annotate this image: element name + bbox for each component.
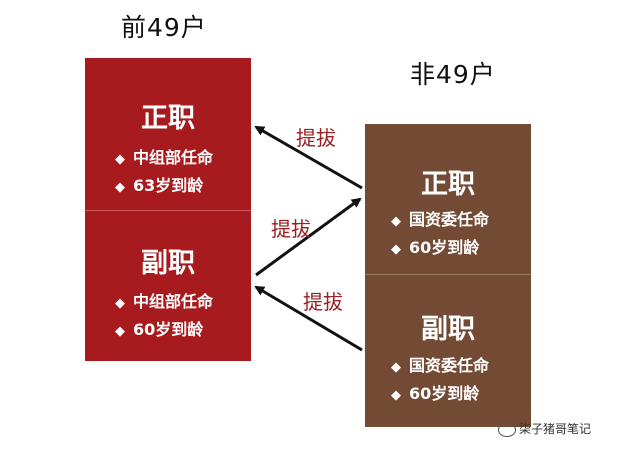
diamond-bullet-icon: ◆ xyxy=(391,242,401,257)
arrow-right-bottom-to-left-bottom xyxy=(254,285,363,352)
arrow-left-bottom-to-right-top xyxy=(255,197,362,277)
diamond-bullet-icon: ◆ xyxy=(391,388,401,403)
left-lower-item-2: ◆60岁到龄 xyxy=(115,320,204,339)
diamond-bullet-icon: ◆ xyxy=(115,324,125,339)
diamond-bullet-icon: ◆ xyxy=(391,214,401,229)
right-upper-heading: 正职 xyxy=(421,169,475,200)
right-upper-item-1: ◆国资委任命 xyxy=(391,210,490,229)
promote-label-middle: 提拔 xyxy=(271,217,311,241)
right-lower-item-1: ◆国资委任命 xyxy=(391,356,490,375)
left-box-divider xyxy=(85,210,251,211)
right-box-divider xyxy=(365,274,531,275)
right-group-title: 非49户 xyxy=(410,60,496,89)
right-box: 正职 ◆国资委任命 ◆60岁到龄 副职 ◆国资委任命 ◆60岁到龄 xyxy=(365,124,531,427)
wechat-icon xyxy=(498,422,516,437)
promote-label-top: 提拔 xyxy=(296,126,336,150)
right-lower-item-2: ◆60岁到龄 xyxy=(391,384,480,403)
right-lower-heading: 副职 xyxy=(421,314,475,345)
watermark-text: 柒子猪哥笔记 xyxy=(519,422,592,436)
right-upper-item-2: ◆60岁到龄 xyxy=(391,238,480,257)
diamond-bullet-icon: ◆ xyxy=(391,360,401,375)
left-lower-item-1: ◆中组部任命 xyxy=(115,292,214,311)
left-lower-heading: 副职 xyxy=(141,248,195,279)
left-box: 正职 ◆中组部任命 ◆63岁到龄 副职 ◆中组部任命 ◆60岁到龄 xyxy=(85,58,251,361)
left-upper-item-1: ◆中组部任命 xyxy=(115,148,214,167)
left-group-title: 前49户 xyxy=(121,13,207,42)
left-upper-item-2: ◆63岁到龄 xyxy=(115,176,204,195)
promote-label-bottom: 提拔 xyxy=(303,290,343,314)
arrow-right-top-to-left-top xyxy=(254,125,363,190)
left-upper-heading: 正职 xyxy=(141,103,195,134)
diamond-bullet-icon: ◆ xyxy=(115,152,125,167)
diamond-bullet-icon: ◆ xyxy=(115,180,125,195)
watermark: 柒子猪哥笔记 xyxy=(498,420,591,437)
diamond-bullet-icon: ◆ xyxy=(115,296,125,311)
